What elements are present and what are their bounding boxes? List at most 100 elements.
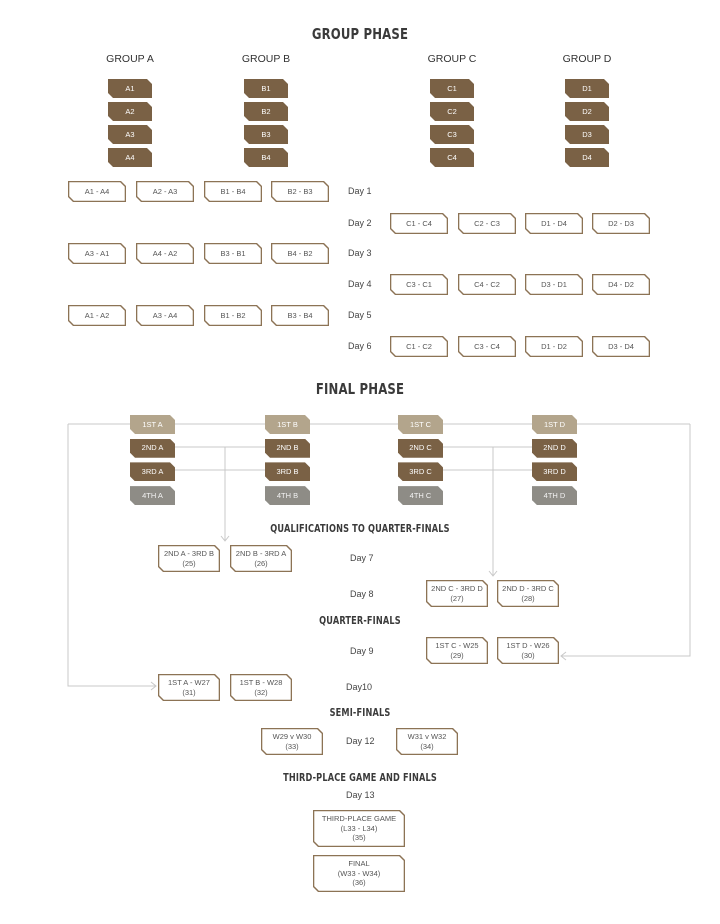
arrow-head-cd [488,570,498,577]
match-box[interactable]: D4 - D2 [592,274,650,295]
match-box-inner: B3 - B1 [205,244,260,262]
match-box[interactable]: A3 - A1 [68,243,126,264]
match-box-inner: A3 - A4 [137,306,192,324]
knockout-match-box-line-1: 1ST D - W26 [506,641,550,650]
team-box: B2 [244,102,288,121]
knockout-match-box-line-2: (31) [182,687,196,697]
day-label: Day 4 [348,279,372,289]
match-box[interactable]: D1 - D2 [525,336,583,357]
match-box-inner: D4 - D2 [593,275,648,293]
final-match-box-line-3: (36) [352,878,366,888]
knockout-match-box[interactable]: 1ST A - W27(31) [158,674,220,701]
match-box[interactable]: C1 - C4 [390,213,448,234]
match-box-line-1: C1 - C4 [406,218,432,228]
knockout-match-box-line-2: (33) [285,741,299,751]
match-box[interactable]: D1 - D4 [525,213,583,234]
knockout-match-box-line-2: (29) [450,650,464,660]
match-box[interactable]: A1 - A2 [68,305,126,326]
knockout-match-box[interactable]: W31 v W32(34) [396,728,458,755]
final-match-box-inner: FINAL(W33 - W34)(36) [314,856,403,890]
knockout-match-box-line-1: 2ND A - 3RD B [163,549,215,558]
knockout-match-box-line-1: 2ND B - 3RD A [235,549,287,558]
knockout-match-box[interactable]: 1ST C - W25(29) [426,637,488,664]
match-box-inner: A2 - A3 [137,182,192,200]
team-box: C3 [430,125,474,144]
match-box[interactable]: B4 - B2 [271,243,329,264]
third-place-match-box[interactable]: THIRD-PLACE GAME(L33 - L34)(35) [313,810,405,847]
match-box-inner: A3 - A1 [69,244,124,262]
knockout-match-box-line-2: (30) [521,650,535,660]
match-box-inner: C3 - C4 [459,337,514,355]
team-box: C2 [430,102,474,121]
knockout-match-box[interactable]: W29 v W30(33) [261,728,323,755]
knockout-match-box[interactable]: 2ND D - 3RD C(28) [497,580,559,607]
match-box-inner: D2 - D3 [593,214,648,232]
team-box: B3 [244,125,288,144]
knockout-match-box[interactable]: 2ND A - 3RD B(25) [158,545,220,572]
match-box[interactable]: D3 - D1 [525,274,583,295]
knockout-match-box-line-2: (26) [254,558,268,568]
knockout-match-box[interactable]: 2ND B - 3RD A(26) [230,545,292,572]
final-phase-title: FINAL PHASE [315,380,405,398]
knockout-match-box[interactable]: 1ST B - W28(32) [230,674,292,701]
match-box[interactable]: A4 - A2 [136,243,194,264]
knockout-match-box[interactable]: 2ND C - 3RD D(27) [426,580,488,607]
match-box-inner: B1 - B4 [205,182,260,200]
match-box[interactable]: A2 - A3 [136,181,194,202]
match-box-line-1: C3 - C1 [406,279,432,289]
match-box[interactable]: D2 - D3 [592,213,650,234]
knockout-match-box-line-1: 1ST C - W25 [435,641,479,650]
team-box: D4 [565,148,609,167]
standing-box: 2ND D [532,439,577,458]
match-box[interactable]: A1 - A4 [68,181,126,202]
standing-box: 1ST A [130,415,175,434]
team-box: C1 [430,79,474,98]
match-box-inner: D3 - D4 [593,337,648,355]
group-phase-title: GROUP PHASE [311,25,409,43]
knockout-match-box[interactable]: 1ST D - W26(30) [497,637,559,664]
match-box[interactable]: B2 - B3 [271,181,329,202]
standing-box: 4TH B [265,486,310,505]
match-box[interactable]: B1 - B4 [204,181,262,202]
match-box-line-1: D1 - D2 [541,341,567,351]
match-box[interactable]: A3 - A4 [136,305,194,326]
match-box-line-1: B2 - B3 [287,186,313,196]
knockout-match-box-inner: 1ST D - W26(30) [498,638,557,662]
match-box[interactable]: B3 - B4 [271,305,329,326]
quarter-finals-title: QUARTER-FINALS [319,615,401,627]
third-place-match-box-line-1: THIRD-PLACE GAME [321,814,397,824]
match-box[interactable]: B1 - B2 [204,305,262,326]
match-box-line-1: B4 - B2 [287,248,313,258]
knockout-match-box-inner: 1ST B - W28(32) [231,675,290,699]
match-box[interactable]: D3 - D4 [592,336,650,357]
match-box[interactable]: C3 - C1 [390,274,448,295]
arrow-head-1st-a [150,681,157,691]
knockout-match-box-line-1: 2ND C - 3RD D [431,584,483,593]
final-match-box[interactable]: FINAL(W33 - W34)(36) [313,855,405,892]
team-box: B4 [244,148,288,167]
knockout-match-box-inner: 1ST C - W25(29) [427,638,486,662]
match-box[interactable]: B3 - B1 [204,243,262,264]
team-box: C4 [430,148,474,167]
match-box[interactable]: C3 - C4 [458,336,516,357]
standing-box: 2ND B [265,439,310,458]
connector-1st-a-to-qf [67,424,156,687]
knockout-match-box-line-2: (27) [450,593,464,603]
third-place-match-box-line-2: (L33 - L34) [340,823,378,833]
arrow-head-ab [220,535,230,542]
knockout-match-box-line-2: (28) [521,593,535,603]
match-box[interactable]: C1 - C2 [390,336,448,357]
match-box-inner: C1 - C2 [391,337,446,355]
day-label-day13: Day 13 [346,790,375,800]
match-box-line-1: B3 - B1 [220,248,246,258]
knockout-match-box-inner: 2ND A - 3RD B(25) [159,546,218,570]
standing-box: 1ST C [398,415,443,434]
connector-1st-d-to-qf [561,424,691,657]
match-box[interactable]: C4 - C2 [458,274,516,295]
day-label: Day 6 [348,341,372,351]
match-box[interactable]: C2 - C3 [458,213,516,234]
knockout-match-box-line-1: W31 v W32 [407,732,447,741]
team-box: D2 [565,102,609,121]
knockout-match-box-inner: W29 v W30(33) [262,729,321,753]
